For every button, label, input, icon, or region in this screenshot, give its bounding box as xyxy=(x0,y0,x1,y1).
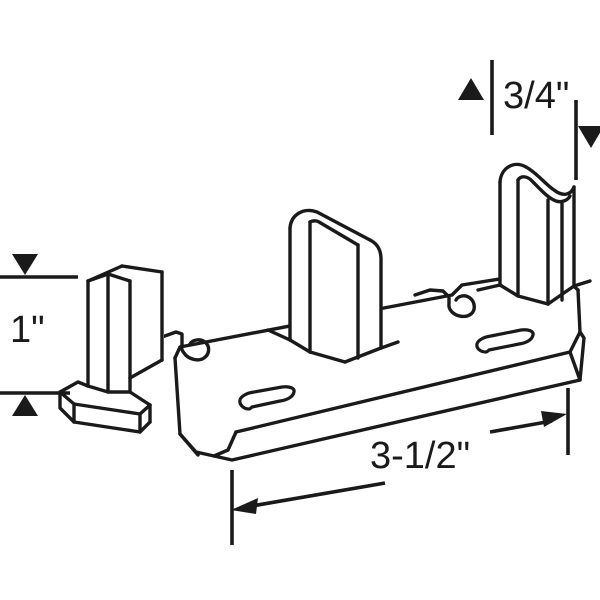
right-upright-tab xyxy=(476,162,592,306)
base-plate-thickness-left xyxy=(178,432,200,457)
center-tab-bottom-left-edge xyxy=(288,338,312,354)
dim-34-arrow-up xyxy=(458,78,484,100)
center-tab-top-profile xyxy=(288,208,372,242)
left-tab-top-thickness-left xyxy=(86,272,110,283)
dim-312-leader-left xyxy=(245,481,386,509)
right-tab-top-inner-slope xyxy=(516,175,572,204)
left-tab-foot-top-edge xyxy=(58,390,152,416)
left-tab-foot-join xyxy=(128,390,152,407)
right-tab-bottom-left xyxy=(498,283,550,306)
center-tab-bottom-edge xyxy=(308,350,347,364)
mounting-slot-rear xyxy=(475,328,535,354)
right-tab-top-profile xyxy=(498,162,576,196)
left-upright-tab xyxy=(58,264,168,434)
right-tab-base-fillet-left xyxy=(476,283,502,292)
right-tab-base-fillet-right xyxy=(572,279,592,288)
left-tab-right-bevel xyxy=(128,358,164,380)
left-tab-base-join xyxy=(86,384,132,394)
hook-cutout-rear xyxy=(413,288,476,319)
dim-312-label: 3-1/2" xyxy=(370,435,470,477)
dim-1-arrow-down xyxy=(12,254,38,275)
tab-height-dimension: 3/4" xyxy=(458,60,600,180)
dim-312-leader-right xyxy=(489,419,553,434)
center-tab-top-inner-slope xyxy=(308,219,360,247)
base-plate-thickness-right xyxy=(568,350,582,382)
center-tab-right-edge xyxy=(368,238,383,350)
right-tab-bottom-right xyxy=(546,284,576,306)
dim-1-label: 1" xyxy=(10,309,45,351)
dim-312-arrow-right xyxy=(541,411,567,427)
dim-34-arrow-down xyxy=(578,126,600,148)
center-tab-bottom-right-edge xyxy=(343,346,383,364)
center-tab-base-fillet-right xyxy=(379,340,400,350)
base-plate-right-end-edge xyxy=(234,288,582,434)
dim-312-arrow-left xyxy=(231,498,258,514)
dim-34-label: 3/4" xyxy=(503,75,569,117)
left-tab-height-dimension: 1" xyxy=(0,254,78,416)
left-tab-top-far-edge xyxy=(120,264,164,274)
dim-1-arrow-up xyxy=(12,395,38,416)
center-tab-base-fillet-left xyxy=(266,328,292,342)
base-length-dimension: 3-1/2" xyxy=(230,388,570,545)
base-plate-left-end-edge xyxy=(173,356,238,458)
hook-cutout-front xyxy=(160,330,211,362)
mounting-slot-front xyxy=(238,385,296,411)
center-upright-tab xyxy=(266,208,400,364)
left-tab-top-thickness xyxy=(106,272,132,283)
base-plate-top-face-fill xyxy=(178,272,580,455)
